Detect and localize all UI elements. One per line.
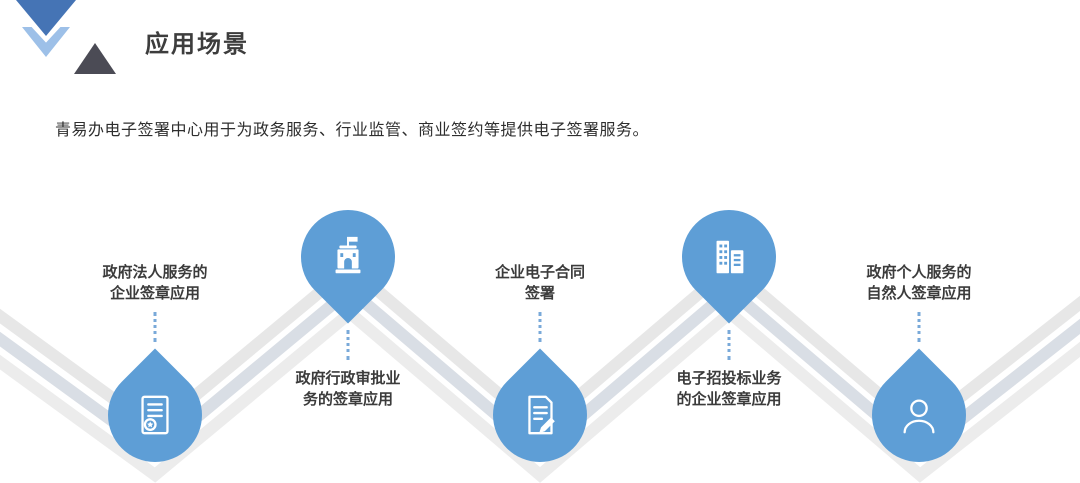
page-title: 应用场景 xyxy=(145,31,249,58)
scenario-drop xyxy=(281,190,415,324)
scenario-drop xyxy=(473,348,607,482)
office-buildings-icon xyxy=(716,240,744,274)
certificate-seal-icon xyxy=(141,395,169,435)
scenario-label: 企业电子合同 签署 xyxy=(494,264,585,302)
scenario-node-econtract: 企业电子合同 签署 xyxy=(450,0,630,483)
scenario-label: 政府个人服务的 自然人签章应用 xyxy=(866,264,972,302)
dotted-connector xyxy=(917,312,921,342)
government-building-icon xyxy=(335,236,361,274)
scenario-node-ebidding: 电子招投标业务 的企业签章应用 xyxy=(639,0,819,483)
dotted-connector xyxy=(153,312,157,342)
dotted-connector xyxy=(346,330,350,360)
dotted-connector xyxy=(538,312,542,342)
intro-text: 青易办电子签署中心用于为政务服务、行业监管、商业签约等提供电子签署服务。 xyxy=(55,122,650,139)
scenario-label: 政府行政审批业 务的签章应用 xyxy=(295,370,401,408)
scenario-label: 电子招投标业务 的企业签章应用 xyxy=(676,370,782,408)
scenario-drop xyxy=(662,190,796,324)
scenario-drop xyxy=(852,348,986,482)
scenario-node-person-seal: 政府个人服务的 自然人签章应用 xyxy=(829,0,1009,483)
dotted-connector xyxy=(727,330,731,360)
scenario-node-corporate-seal: 政府法人服务的 企业签章应用 xyxy=(65,0,245,483)
person-icon xyxy=(903,399,935,434)
contract-signing-icon xyxy=(528,395,555,435)
scenario-drop xyxy=(88,348,222,482)
scenario-node-gov-approval: 政府行政审批业 务的签章应用 xyxy=(258,0,438,483)
scenario-label: 政府法人服务的 企业签章应用 xyxy=(102,264,208,302)
